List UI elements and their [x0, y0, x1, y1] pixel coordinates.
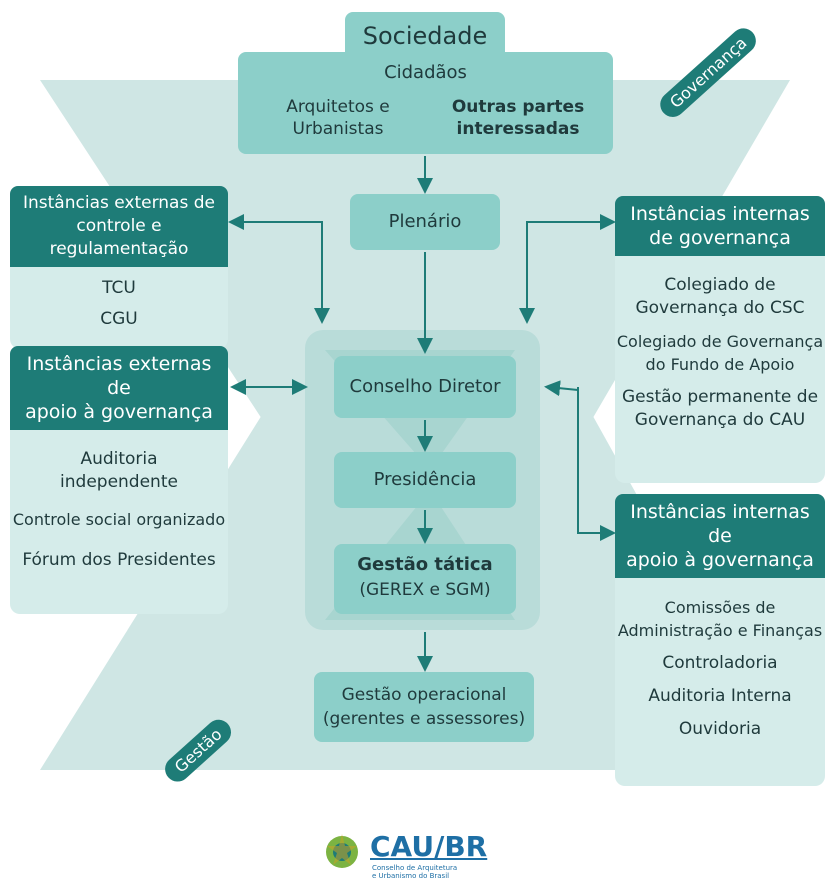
- int-apoio-item-auditoria-interna: Auditoria Interna: [648, 686, 792, 706]
- int-apoio-panel: Instâncias internas de apoio à governanç…: [615, 494, 825, 786]
- brasao-icon: [326, 834, 358, 868]
- int-governanca-body: Colegiado de Governança do CSC Colegiado…: [615, 256, 825, 483]
- logo-tagline: Conselho de Arquitetura e Urbanismo do B…: [372, 864, 458, 880]
- ext-controle-item-cgu: CGU: [100, 309, 138, 329]
- presidencia-box: Presidência: [334, 452, 516, 508]
- conselho-diretor-box: Conselho Diretor: [334, 356, 516, 418]
- ext-controle-item-tcu: TCU: [102, 278, 136, 298]
- cidadaos-label: Cidadãos: [384, 62, 467, 83]
- arrow-to-int-apoio: [577, 387, 616, 541]
- ext-controle-body: TCU CGU: [10, 267, 228, 349]
- arrow-to-int-governanca: [526, 214, 616, 318]
- int-apoio-item-comissoes: Comissões de Administração e Finanças: [617, 598, 823, 640]
- presidencia-label: Presidência: [373, 469, 477, 490]
- int-governanca-title: Instâncias internas de governança: [615, 196, 825, 256]
- int-governanca-item-cau: Gestão permanente de Governança do CAU: [621, 387, 819, 430]
- sociedade-title: Sociedade: [362, 22, 488, 50]
- gestao-tatica-subtitle: (GEREX e SGM): [359, 580, 491, 600]
- ext-apoio-item-auditoria: Auditoria independente: [60, 449, 178, 492]
- gestao-tatica-title: Gestão tática: [357, 554, 493, 575]
- ext-apoio-panel: Instâncias externas de apoio à governanç…: [10, 346, 228, 614]
- int-governanca-item-csc: Colegiado de Governança do CSC: [635, 275, 805, 318]
- conselho-diretor-label: Conselho Diretor: [349, 376, 501, 397]
- int-governanca-panel: Instâncias internas de governança Colegi…: [615, 196, 825, 483]
- ext-apoio-body: Auditoria independente Controle social o…: [10, 430, 228, 614]
- arrow-int-to-conselho: [544, 380, 579, 397]
- ext-apoio-item-controle-social: Controle social organizado: [12, 510, 226, 529]
- plenario-box: Plenário: [350, 194, 500, 250]
- ext-controle-title: Instâncias externas de controle e regula…: [10, 186, 228, 267]
- arquitetos-label: Arquitetos e Urbanistas: [286, 97, 390, 139]
- ext-controle-panel: Instâncias externas de controle e regula…: [10, 186, 228, 349]
- int-governanca-item-fundo: Colegiado de Governança do Fundo de Apoi…: [616, 332, 824, 374]
- int-apoio-item-controladoria: Controladoria: [662, 653, 778, 673]
- int-apoio-title: Instâncias internas de apoio à governanç…: [615, 494, 825, 578]
- outras-partes-label: Outras partes interessadas: [451, 97, 585, 139]
- ext-apoio-item-forum: Fórum dos Presidentes: [22, 550, 216, 570]
- cau-logo: CAU/BR Conselho de Arquitetura e Urbanis…: [322, 822, 512, 882]
- arrow-to-ext-controle: [228, 214, 323, 318]
- gestao-tatica-box: Gestão tática (GEREX e SGM): [334, 544, 516, 614]
- int-apoio-item-ouvidoria: Ouvidoria: [678, 719, 762, 739]
- logo-brand: CAU/BR: [370, 830, 488, 863]
- plenario-label: Plenário: [388, 211, 462, 232]
- int-apoio-body: Comissões de Administração e Finanças Co…: [615, 578, 825, 786]
- sociedade-box: Cidadãos Arquitetos e Urbanistas Outras …: [238, 52, 613, 154]
- gestao-operacional-label: Gestão operacional (gerentes e assessore…: [322, 685, 526, 729]
- upper-funnel: [40, 80, 790, 500]
- ext-apoio-title: Instâncias externas de apoio à governanç…: [10, 346, 228, 430]
- gestao-operacional-box: Gestão operacional (gerentes e assessore…: [314, 672, 534, 742]
